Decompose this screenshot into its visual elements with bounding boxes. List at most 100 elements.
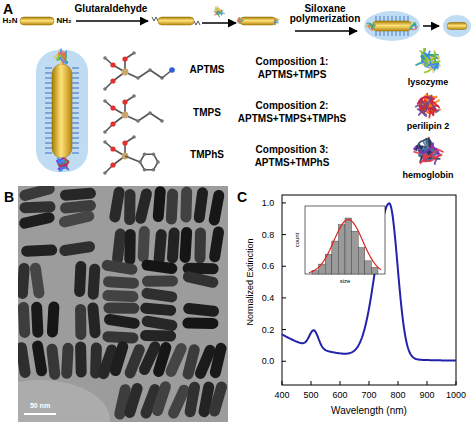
amine-bristle	[45, 88, 52, 89]
atom	[160, 119, 164, 123]
tem-nanorod	[31, 340, 48, 377]
atom	[132, 51, 136, 55]
tem-nanorod	[87, 302, 101, 339]
composition-label: Composition 3:	[256, 145, 329, 155]
amine-bristle	[72, 153, 79, 154]
atom	[110, 121, 115, 126]
axis-tick	[282, 234, 286, 235]
axis-tick	[398, 381, 399, 385]
atom	[122, 56, 127, 61]
amine-bristle	[384, 31, 385, 36]
tick-label: 500	[303, 391, 318, 400]
amine-bristle	[45, 143, 52, 144]
protein-ribbon	[61, 53, 65, 64]
amine-bristle	[72, 88, 79, 89]
atom	[152, 152, 156, 156]
protein-icon	[57, 158, 69, 171]
tem-nanorod	[60, 187, 97, 201]
panel-letter: A	[3, 2, 13, 16]
amine-bristle	[384, 16, 385, 21]
atom	[110, 78, 115, 83]
tem-image	[18, 186, 228, 422]
end-group: NH₂	[56, 17, 71, 25]
amine-bristle	[45, 133, 52, 134]
tick-label: 0.6	[262, 262, 275, 271]
tem-nanorod	[101, 259, 138, 276]
atom	[122, 112, 129, 119]
tem-nanorod	[103, 313, 140, 329]
reaction-arrow	[423, 25, 439, 27]
protein-ribbon	[367, 23, 374, 28]
atom	[110, 146, 115, 151]
tem-nanorod	[21, 244, 58, 257]
chemical-bond	[150, 113, 162, 121]
tem-nanorod	[103, 276, 140, 289]
atom	[103, 171, 107, 175]
atom	[132, 135, 136, 139]
scale-bar-label: 50 nm	[30, 402, 50, 409]
protein-ribbon	[238, 17, 241, 22]
tem-nanorod	[142, 275, 178, 286]
tick-label: 900	[419, 391, 434, 400]
tem-nanorod	[18, 302, 30, 339]
protein-name: lysozyme	[408, 78, 449, 87]
axis-tick	[456, 381, 457, 385]
amine-bristle	[392, 16, 393, 21]
glutaraldehyde-linker	[152, 17, 158, 21]
tem-nanorod	[19, 201, 55, 213]
end-group: H₂N	[2, 17, 17, 25]
atom	[143, 152, 147, 156]
tem-nanorod	[167, 227, 180, 264]
amine-bristle	[72, 103, 79, 104]
protein-ribbon	[421, 151, 437, 164]
tem-nanorod	[153, 229, 167, 266]
tem-nanorod	[124, 189, 135, 225]
protein-icon	[416, 94, 440, 118]
reaction-arrow	[295, 30, 357, 32]
amine-bristle	[396, 31, 397, 36]
protein-ribbon	[412, 24, 416, 26]
gold-nanorod	[158, 17, 194, 25]
tick-label: 0.0	[262, 357, 275, 366]
amine-bristle	[404, 31, 405, 36]
amine-bristle	[45, 108, 52, 109]
composition-label: Composition 2:	[256, 101, 329, 111]
axis-tick	[282, 329, 286, 330]
siloxane-shell	[364, 11, 420, 41]
composition-label: APTMS+TMPS	[258, 70, 327, 80]
phenyl-ring	[140, 154, 158, 170]
tem-light-area	[18, 380, 110, 422]
tem-nanorod	[140, 330, 176, 342]
axis-tick	[311, 381, 312, 385]
amine-bristle	[72, 68, 79, 69]
protein-ribbon	[275, 19, 280, 24]
atom	[132, 94, 136, 98]
scale-bar	[24, 413, 56, 415]
protein-icon	[409, 21, 417, 29]
tem-nanorod	[209, 342, 228, 380]
amine-bristle	[72, 123, 79, 124]
inset-axis-title: size	[340, 278, 351, 284]
tick-label: 0.8	[262, 230, 275, 239]
siloxane-shell	[36, 50, 88, 172]
atom	[138, 160, 142, 164]
atom	[122, 99, 127, 104]
amine-bristle	[396, 16, 397, 21]
amine-bristle	[45, 123, 52, 124]
gold-nanorod	[447, 23, 467, 30]
tem-nanorod	[179, 227, 192, 264]
protein-ribbon	[416, 140, 426, 150]
amine-bristle	[72, 143, 79, 144]
protein-icon	[214, 6, 225, 17]
tem-nanorod	[59, 240, 96, 256]
tem-nanorod	[141, 315, 178, 332]
atom	[103, 130, 107, 134]
tem-nanorod	[193, 187, 209, 224]
amine-bristle	[45, 138, 52, 139]
amine-bristle	[45, 83, 52, 84]
protein-ribbon	[215, 6, 220, 11]
protein-ribbon	[421, 95, 432, 111]
tick-label: 0.4	[262, 293, 275, 302]
